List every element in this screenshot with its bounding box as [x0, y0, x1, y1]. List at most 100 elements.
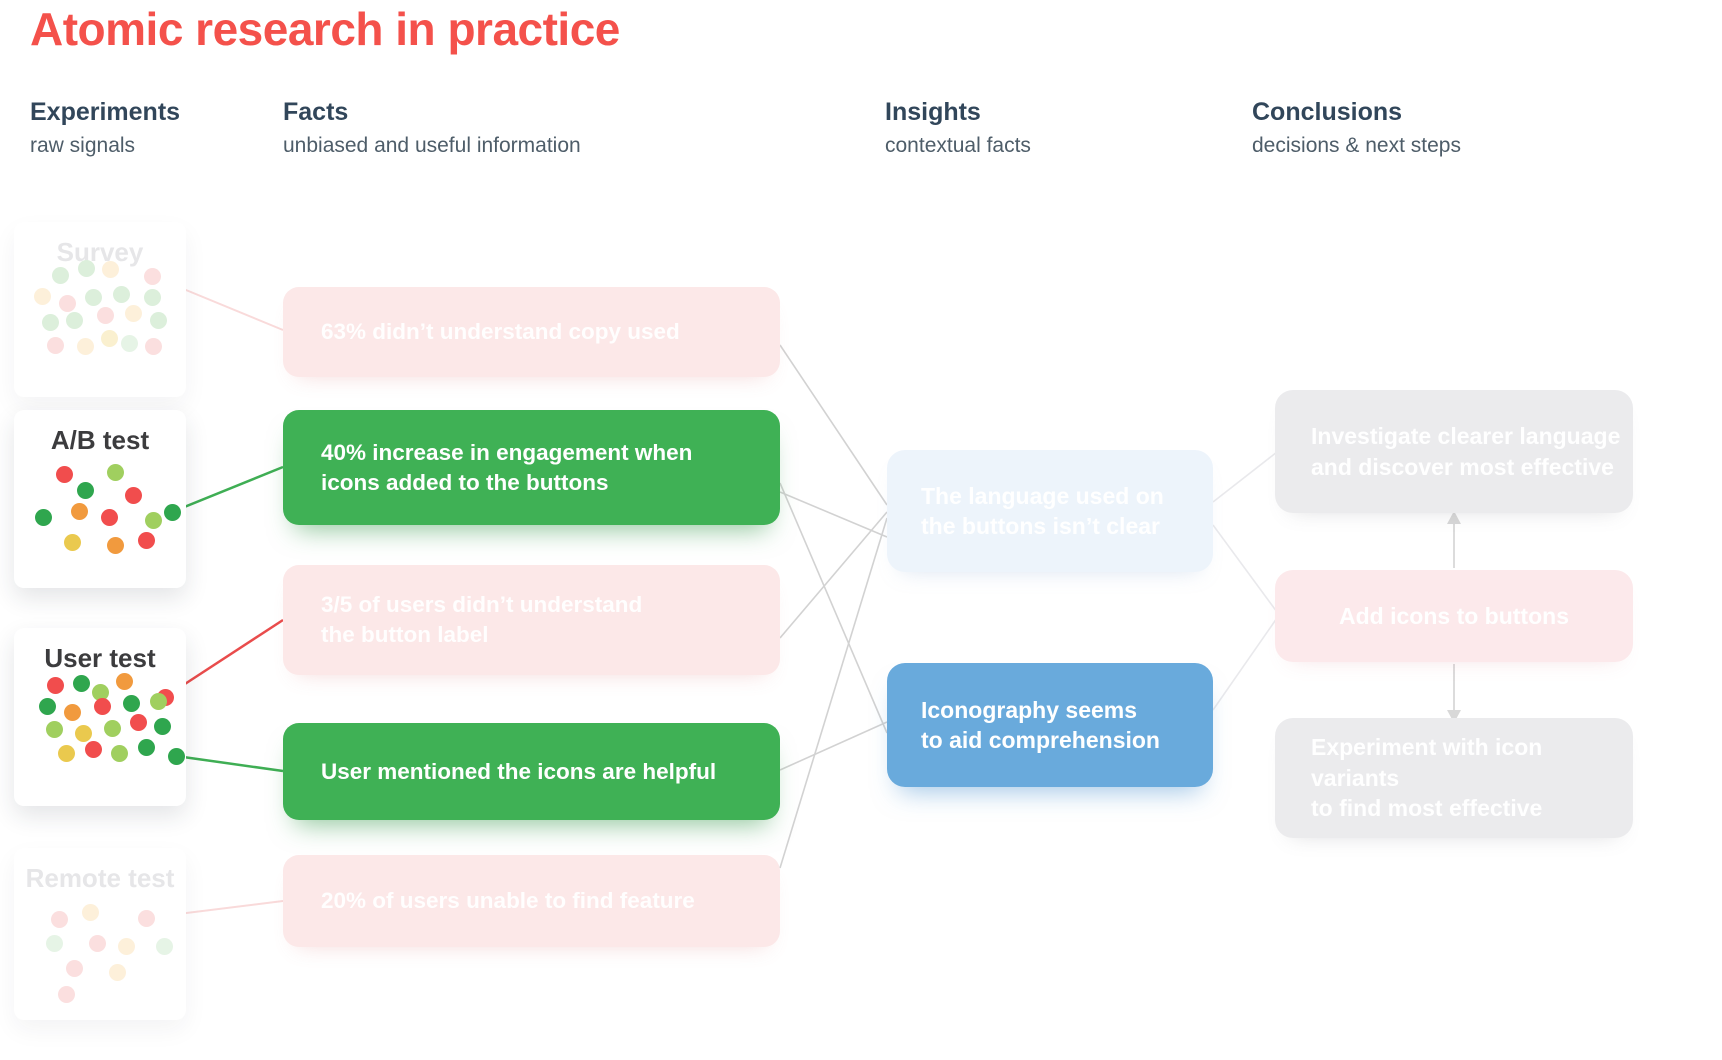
experiment-dot-fpink: [47, 336, 65, 354]
experiment-dot-green: [35, 508, 53, 526]
fact-node-copy-not-understood: 63% didn’t understand copy used: [283, 287, 780, 377]
arrow-conclusion-2-to-1-head-icon: [1447, 511, 1461, 524]
connector-fact-2-to-insight-2: [779, 482, 888, 734]
experiment-dot-lightgreen: [110, 744, 128, 762]
experiment-dot-green: [153, 717, 171, 735]
experiment-dot-green: [73, 675, 91, 693]
experiment-dot-orange: [116, 673, 134, 691]
experiment-dot-red: [124, 487, 142, 505]
experiment-card-title: A/B test: [50, 425, 150, 455]
experiment-card-title: Remote test: [25, 863, 175, 893]
insights-heading: Insights: [885, 98, 981, 126]
experiment-dot-lightgreen: [45, 721, 63, 739]
experiment-dot-green: [163, 503, 181, 521]
experiment-dot-fmint: [121, 334, 139, 352]
experiments-subheading: raw signals: [30, 134, 136, 157]
connector-fact-2-to-insight-1: [779, 491, 888, 538]
experiment-dot-lightgreen: [150, 692, 168, 710]
fact-node-feature-not-found: 20% of users unable to find feature: [283, 855, 780, 947]
conclusion-node-icon-variants: Experiment with icon variants to find mo…: [1275, 718, 1633, 838]
experiment-dot-fgreen: [85, 289, 103, 307]
experiment-card-remote-test: Remote test: [14, 848, 186, 1020]
experiment-card-survey: Survey: [14, 222, 186, 397]
column-header-experiments: Experiments raw signals: [30, 98, 180, 158]
experiment-dot-fcream: [117, 938, 135, 956]
connector-abtest-to-fact-2: [171, 465, 284, 514]
insight-node-language-unclear: The language used on the buttons isn’t c…: [887, 450, 1213, 572]
experiment-dot-fcream: [109, 963, 127, 981]
page-title: Atomic research in practice: [30, 3, 620, 55]
experiment-dot-fgreen: [112, 285, 130, 303]
experiment-dot-red: [47, 676, 65, 694]
experiment-dot-fpink: [59, 294, 77, 312]
connector-usertest-to-fact-4: [175, 754, 284, 773]
experiment-dot-fgreen: [143, 289, 161, 307]
experiment-dot-orange: [71, 503, 89, 521]
experiment-dot-fyellow: [100, 329, 118, 347]
experiment-dot-red: [100, 508, 118, 526]
facts-subheading: unbiased and useful information: [283, 134, 581, 157]
experiment-dot-red: [85, 741, 103, 759]
conclusions-subheading: decisions & next steps: [1252, 134, 1461, 157]
experiment-dot-fcream: [124, 305, 142, 322]
fact-node-engagement-increase: 40% increase in engagement when icons ad…: [283, 410, 780, 525]
experiment-dot-green: [76, 482, 94, 500]
fact-node-icons-helpful: User mentioned the icons are helpful: [283, 723, 780, 820]
connector-fact-1-to-insight-1: [779, 344, 888, 506]
experiment-dot-lightgreen: [104, 719, 122, 737]
connector-fact-5-to-insight-1: [779, 517, 888, 869]
experiment-dot-fcream: [33, 287, 51, 305]
column-header-conclusions: Conclusions decisions & next steps: [1252, 98, 1461, 158]
experiment-dot-fpink: [57, 986, 75, 1004]
experiment-dot-orange: [107, 537, 125, 555]
experiment-dot-yellow: [57, 744, 75, 762]
experiment-dot-red: [55, 466, 73, 484]
experiment-dot-fmint: [45, 934, 63, 952]
experiment-dot-green: [168, 747, 186, 765]
fact-node-label-not-understood: 3/5 of users didn’t understand the butto…: [283, 565, 780, 675]
experiment-dot-fpink: [145, 338, 163, 356]
column-header-insights: Insights contextual facts: [885, 98, 1031, 158]
experiment-dot-green: [38, 698, 56, 716]
experiment-dot-fcream: [102, 261, 120, 279]
experiment-dot-fgreen: [52, 266, 70, 284]
column-header-facts: Facts unbiased and useful information: [283, 98, 581, 158]
experiment-dot-fmint: [155, 938, 173, 956]
connector-fact-3-to-insight-1: [779, 511, 888, 639]
insights-subheading: contextual facts: [885, 134, 1031, 157]
experiment-dot-green: [138, 739, 156, 757]
experiment-dot-fgreen: [42, 313, 60, 331]
experiment-dot-fpink: [66, 960, 84, 978]
arrow-conclusion-2-to-3-head-icon: [1447, 710, 1461, 723]
experiment-card-title: User test: [44, 643, 156, 673]
insight-node-iconography-comprehension: Iconography seems to aid comprehension: [887, 663, 1213, 787]
conclusions-heading: Conclusions: [1252, 98, 1403, 126]
experiment-dot-red: [93, 698, 111, 716]
conclusion-node-investigate-language: Investigate clearer language and discove…: [1275, 390, 1633, 513]
experiment-dot-fpink: [88, 934, 106, 952]
experiment-dot-lightgreen: [107, 464, 125, 482]
experiments-heading: Experiments: [30, 98, 181, 126]
connector-insight-1-to-conclusion-1: [1212, 451, 1278, 503]
experiment-dot-lightgreen: [145, 512, 163, 530]
experiment-card-title: Survey: [56, 237, 144, 267]
experiment-dot-fcream: [76, 338, 94, 356]
experiment-dot-fgreen: [78, 259, 96, 277]
experiment-dot-orange: [64, 703, 82, 721]
facts-heading: Facts: [283, 98, 349, 126]
connector-fact-4-to-insight-2: [779, 721, 888, 771]
experiment-dot-green: [122, 694, 140, 712]
experiment-dot-red: [129, 714, 147, 732]
experiment-dot-fgreen: [150, 312, 168, 329]
experiment-dot-fpink: [137, 910, 155, 927]
experiment-dot-fcream: [81, 903, 99, 921]
experiment-dot-yellow: [74, 725, 92, 743]
connector-insight-1-to-conclusion-2: [1212, 524, 1278, 613]
experiment-dot-fgreen: [66, 312, 84, 329]
experiment-dot-red: [138, 531, 156, 549]
connector-insight-2-to-conclusion-2: [1212, 617, 1278, 711]
experiment-card-ab-test: A/B test: [14, 410, 186, 588]
conclusion-node-add-icons: Add icons to buttons: [1275, 570, 1633, 662]
